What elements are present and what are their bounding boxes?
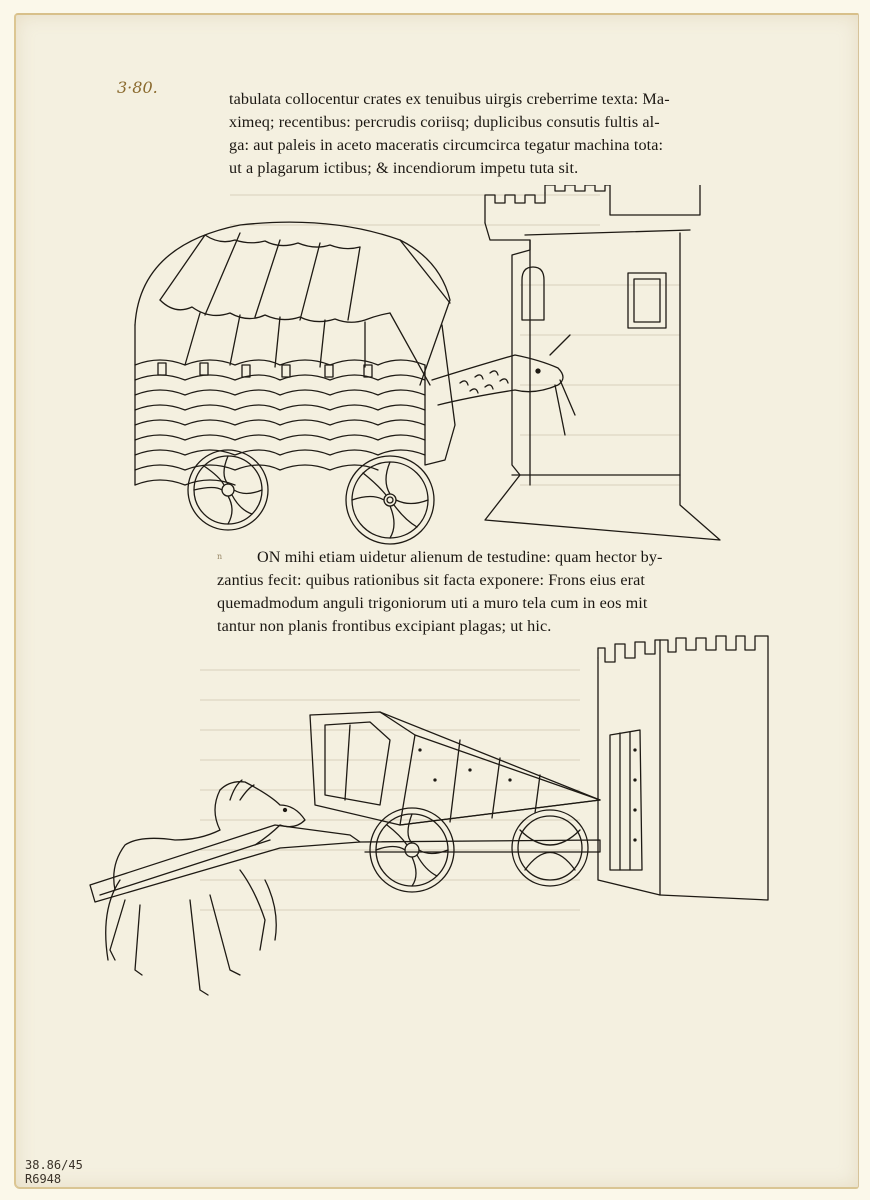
text-line: ON mihi etiam uidetur alienum de testudi… <box>257 548 663 566</box>
text-line: ximeq; recentibus: percrudis coriisq; du… <box>229 113 660 131</box>
text-line: ut a plagarum ictibus; & incendiorum imp… <box>229 159 579 177</box>
wheel-front <box>369 807 455 893</box>
window-square <box>627 272 667 329</box>
window-arched <box>521 266 545 321</box>
folio-annotation: 3·80. <box>117 78 158 97</box>
text-block-bottom: ON mihi etiam uidetur alienum de testudi… <box>217 546 663 638</box>
wheel-left <box>187 449 269 531</box>
illustration-testudo-ram <box>134 185 721 545</box>
text-line: ga: aut paleis in aceto maceratis circum… <box>229 136 664 154</box>
tower <box>484 185 721 541</box>
wall-tower <box>597 635 769 901</box>
wheel-rear <box>511 809 589 887</box>
text-line: tabulata collocentur crates ex tenuibus … <box>229 90 670 108</box>
book-page <box>14 13 859 1189</box>
wheel-right <box>345 455 435 545</box>
text-line: quemadmodum anguli trigoniorum uti a mur… <box>217 594 648 612</box>
illustration-horse-testudo <box>89 635 769 996</box>
text-line: tantur non planis frontibus excipiant pl… <box>217 617 552 635</box>
text-block-top: tabulata collocentur crates ex tenuibus … <box>229 88 670 180</box>
covered-shed <box>134 221 451 486</box>
catalog-number: R6948 <box>25 1172 62 1186</box>
ram-head <box>424 324 576 466</box>
cart-shaft <box>89 824 601 903</box>
accession-number: 38.86/45 <box>25 1158 83 1172</box>
initial-guide-letter: n <box>217 552 223 561</box>
text-line: zantius fecit: quibus rationibus sit fac… <box>217 571 646 589</box>
wedge-shed <box>309 711 601 826</box>
accession-label: 38.86/45 R6948 <box>25 1158 83 1186</box>
horse <box>105 779 306 996</box>
gate <box>609 729 643 871</box>
wicker-layers <box>134 359 426 486</box>
